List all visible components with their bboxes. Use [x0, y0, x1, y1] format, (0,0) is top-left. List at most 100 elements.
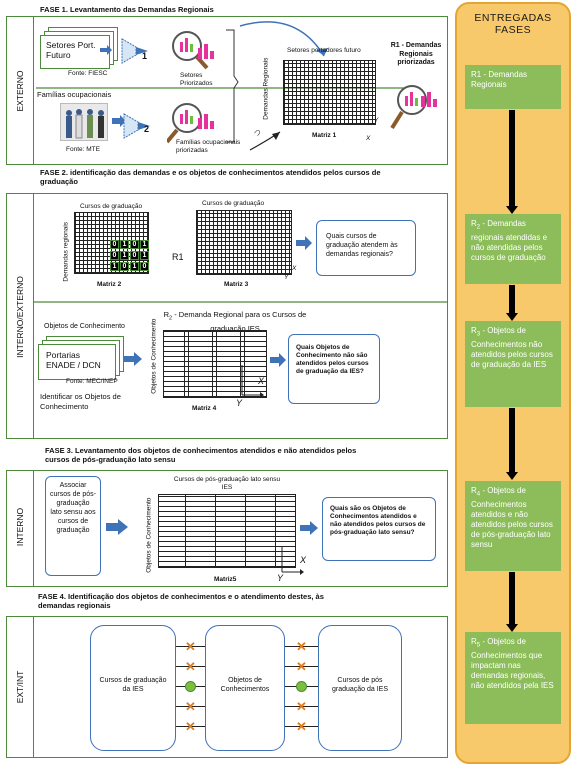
- axis-arrows: [241, 365, 264, 398]
- deliverable-r5-label: - Objetos de Conhecimentos que impactam …: [471, 637, 554, 690]
- phase1-band: [6, 16, 448, 165]
- arrow-down-icon: [506, 572, 518, 632]
- deliverable-r3: R3 - Objetos de Conhecimentos não atendi…: [465, 321, 561, 407]
- matrix-3-y: Y: [284, 274, 289, 281]
- matrix-5-label: Matriz5: [214, 576, 237, 583]
- question-box-3: [322, 497, 436, 561]
- arrow-down-icon: [506, 408, 518, 480]
- step-number-2: 2: [144, 124, 150, 134]
- not-served-x-icon: ✕: [296, 699, 307, 714]
- binary-cell: 1: [140, 240, 149, 249]
- cursos-graduacao-label-2: Cursos de graduação: [202, 200, 265, 207]
- matrix-1-x: X: [366, 135, 371, 142]
- arrow-right-icon: [106, 519, 128, 535]
- connector-line: [285, 666, 318, 667]
- connector-line: [176, 646, 205, 647]
- matrix-1-grid: [283, 60, 376, 125]
- connector-line: [176, 726, 205, 727]
- binary-cell: 0: [120, 262, 129, 271]
- step-number-1: 1: [142, 51, 148, 61]
- matrix-4-y: Y: [236, 398, 243, 408]
- demandas-regionais-axis: Demandas Regionais: [262, 57, 270, 120]
- familias-label: Famílias ocupacionais: [37, 90, 112, 99]
- setores-label: Setores Port. Futuro: [46, 40, 96, 60]
- people-photo: [60, 103, 108, 141]
- matrix-4-grid: [163, 330, 267, 398]
- question-2: Quais Objetos de Conhecimento não são at…: [296, 344, 369, 375]
- not-served-x-icon: ✕: [296, 719, 307, 734]
- binary-cell: 1: [140, 251, 149, 260]
- familias-priorizadas: Famílias ocupacionais priorizadas: [176, 139, 241, 154]
- question-1: Quais cursos de graduação atendem às dem…: [326, 233, 398, 258]
- matrix-5-grid: [158, 494, 296, 568]
- r2-title: R2 - Demanda Regional para os Cursos de …: [163, 310, 307, 333]
- phase4-title: FASE 4. Identificação dos objetos de con…: [38, 592, 324, 610]
- matrix-3-x: X: [292, 265, 297, 272]
- not-served-x-icon: ✕: [185, 659, 196, 674]
- associar-box: [45, 476, 101, 576]
- phase3-band: [6, 470, 448, 587]
- cursos-graduacao-label: Cursos de graduação: [80, 203, 143, 210]
- connector-line: [285, 726, 318, 727]
- right-connections: ✕ ✕ ✕ ✕: [285, 639, 318, 741]
- arrow-right-icon: [270, 353, 286, 367]
- deliverable-r3-label: - Objetos de Conhecimentos não atendidos…: [471, 326, 553, 369]
- binary-cell: 1: [120, 251, 129, 260]
- setores-priorizados: Setores Priorizados: [180, 72, 213, 87]
- deliverables-title: ENTREGADAS FASES: [474, 12, 552, 36]
- demandas-regionais-axis: Demandas regionais: [62, 221, 70, 282]
- phase2-divider: [34, 301, 448, 303]
- matrix-3-label: Matriz 3: [224, 281, 249, 288]
- arrow-right-icon: [100, 45, 112, 55]
- phase3-title: FASE 3. Levantamento dos objetos de conh…: [45, 446, 357, 464]
- cursos-graduacao-text: Cursos de graduação da IES: [99, 677, 167, 693]
- phase2-title: FASE 2. identificação das demandas e os …: [40, 168, 381, 186]
- not-served-x-icon: ✕: [185, 699, 196, 714]
- binary-cell: 0: [140, 262, 149, 271]
- arrow-right-icon: [124, 352, 142, 366]
- phase4-band: [6, 616, 448, 758]
- workers-icon: [66, 109, 104, 139]
- cursos-pos-label: Cursos de pós-graduação lato sensu IES: [173, 476, 281, 491]
- arrow-right-icon: [300, 521, 318, 535]
- phase4-label-col: [6, 616, 34, 758]
- arrow-right-icon: [296, 236, 312, 250]
- deliverable-r4-label: - Objetos de Conhecimentos atendidos e n…: [471, 486, 553, 549]
- bar-chart-icon: [421, 92, 437, 107]
- not-served-x-icon: ✕: [296, 659, 307, 674]
- fonte-fiesc: Fonte: FIESC: [68, 70, 108, 77]
- served-circle-icon: [184, 681, 196, 692]
- question-box-2: [288, 334, 380, 404]
- served-circle-icon: [295, 681, 307, 692]
- r1-label: R1: [172, 252, 184, 262]
- phase2-band: [6, 193, 448, 439]
- connector-line: [285, 646, 318, 647]
- phase2-side-label: INTERNO/EXTERNO: [15, 276, 25, 358]
- question-3: Quais são os Objetos de Conhecimentos at…: [330, 505, 426, 536]
- phase4-side-label: EXT/INT: [15, 670, 25, 704]
- objetos-conhecimento-axis: Objetos de Conhecimento: [150, 318, 158, 394]
- phase1-connectors: [36, 21, 420, 151]
- not-served-x-icon: ✕: [296, 639, 307, 654]
- objetos-box: [205, 625, 285, 751]
- bar-chart-icon: [198, 114, 214, 129]
- magnifier-chart-icon: [172, 31, 209, 70]
- matrix-2-label: Matriz 2: [97, 281, 122, 288]
- matrix-3-grid: [196, 210, 292, 275]
- bar-chart-icon: [198, 44, 214, 59]
- cursos-pos-box: [318, 625, 402, 751]
- matrix-1-y: Y: [374, 117, 379, 124]
- associar-text: Associar cursos de pós-graduação lato se…: [50, 482, 96, 534]
- r1-prioritized-label: R1 - Demandas Regionais priorizadas: [390, 42, 442, 66]
- matrix-4-label: Matriz 4: [192, 405, 217, 412]
- cursos-graduacao-box: [90, 625, 176, 751]
- binary-cell: 0: [130, 251, 139, 260]
- not-served-x-icon: ✕: [185, 639, 196, 654]
- portarias-card: [38, 344, 116, 380]
- arrow-right-icon: [112, 115, 126, 127]
- funnel-icon: [121, 38, 148, 64]
- phase3-side-label: INTERNO: [15, 507, 25, 547]
- objetos-conhecimento-axis: Objetos de Conhecimento: [145, 497, 153, 573]
- question-box-1: [316, 220, 416, 276]
- binary-cell: 1: [120, 240, 129, 249]
